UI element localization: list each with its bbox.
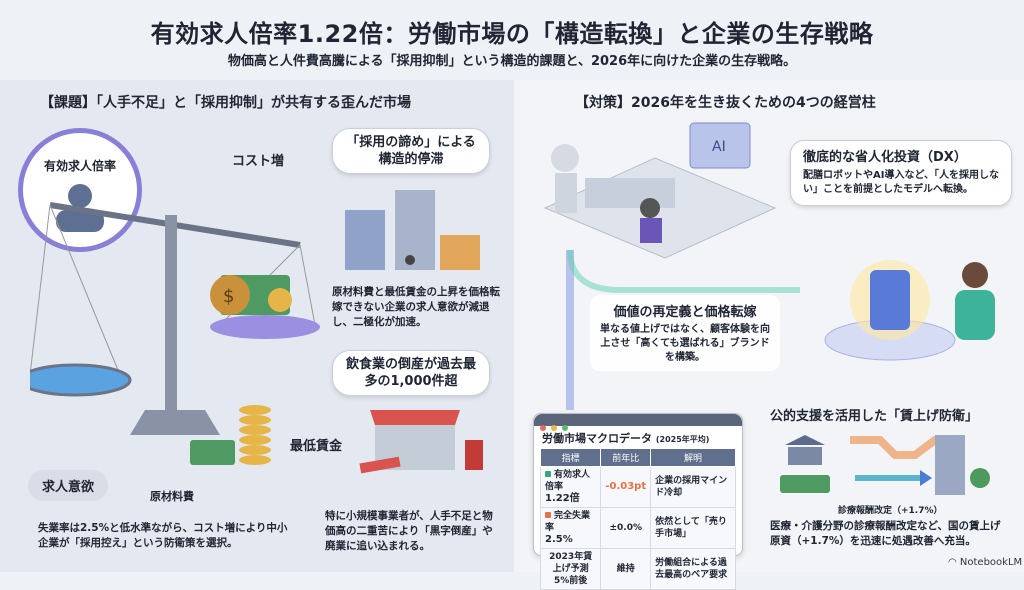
col-header: 指標 <box>539 448 602 467</box>
metric: 2023年賃上げ予測 <box>549 552 593 574</box>
note: 労働組合による過去最高のベア要求 <box>650 548 736 590</box>
change: 維持 <box>600 548 652 590</box>
change: -0.03pt <box>600 466 652 508</box>
buildings-illustration <box>345 190 480 270</box>
page-subtitle: 物価高と人件費高騰による「採用抑制」という構造的課題と、2026年に向けた企業の… <box>227 54 797 69</box>
page-title: 有効求人倍率1.22倍：労働市場の「構造転換」と企業の生存戦略 <box>150 20 874 48</box>
circle-label: 有効求人倍率 <box>43 159 116 173</box>
person-icon <box>56 184 104 232</box>
window-titlebar <box>534 414 742 431</box>
support-title: 公的支援を活用した「賃上げ防衛」 <box>770 409 979 424</box>
value-title: 価値の再定義と価格転嫁 <box>613 305 757 320</box>
logo-text: NotebookLM <box>959 557 1023 568</box>
support-arrow-label: 診療報酬改定（+1.7%） <box>838 506 943 516</box>
note: 企業の採用マインド冷却 <box>650 466 736 508</box>
orange-marker-icon <box>545 512 551 518</box>
maximize-dot-icon[interactable] <box>562 425 569 431</box>
bankruptcy-bubble: 飲食業の倒産が過去最多の1,000件超 <box>332 350 490 396</box>
metric-value: 5%前後 <box>554 576 588 586</box>
dx-text: 配膳ロボットやAI導入など、「人を採用しない」ことを前提としたモデルへ転換。 <box>803 170 999 195</box>
ai-screen-label: AI <box>712 139 726 155</box>
cost-label: コスト増 <box>232 154 285 169</box>
job-ratio-circle: 有効求人倍率 <box>18 128 142 252</box>
table-title-row: 労働市場マクロデータ (2025年平均) <box>534 426 742 448</box>
stagnation-text: 原材料費と最低賃金の上昇を価格転嫁できない企業の求人意欲が減退し、二極化が加速。 <box>332 286 500 328</box>
closed-shop-illustration <box>359 410 483 474</box>
metric-value: 1.22倍 <box>545 493 580 504</box>
robot-restaurant-illustration: AI <box>543 122 777 259</box>
minimize-dot-icon[interactable] <box>551 425 558 431</box>
flow-connector-lines <box>566 249 800 410</box>
value-card: 価値の再定義と価格転嫁 単なる値上げではなく、顧客体験を向上させ「高くても選ばれ… <box>590 295 780 371</box>
svg-text:$: $ <box>223 286 234 307</box>
balance-scale-illustration: $ <box>30 202 320 465</box>
hiring-label: 求人意欲 <box>28 470 109 501</box>
left-heading: 【課題】「人手不足」と「採用抑制」が共有する歪んだ市場 <box>40 95 411 111</box>
logo-icon: ◠ <box>948 557 960 568</box>
bankruptcy-text: 特に小規模事業者が、人手不足と物価高の二重苦により「黒字倒産」や廃業に追い込まれ… <box>325 510 493 552</box>
materials-label: 原材料費 <box>150 490 194 503</box>
metric-value: 2.5% <box>545 534 573 545</box>
left-bottom-text: 失業率は2.5%と低水準ながら、コスト増により中小企業が「採用控え」という防衛策… <box>38 522 288 549</box>
min-wage-label: 最低賃金 <box>290 439 343 454</box>
stagnation-bubble: 「採用の諦め」による構造的停滞 <box>332 128 490 174</box>
premium-product-illustration <box>824 260 995 361</box>
metric: 有効求人倍率 <box>545 470 591 492</box>
col-header: 前年比 <box>600 448 652 467</box>
change: ±0.0% <box>600 507 652 549</box>
table-period: (2025年平均) <box>655 435 710 444</box>
metric: 完全失業率 <box>545 511 591 533</box>
notebooklm-logo: ◠ NotebookLM <box>948 557 1022 568</box>
table-row: 2023年賃上げ予測 5%前後 維持労働組合による過去最高のベア要求 <box>539 548 736 590</box>
value-text: 単なる値上げではなく、顧客体験を向上させ「高くても選ばれる」ブランドを構築。 <box>600 324 770 363</box>
dx-title: 徹底的な省人化投資（DX） <box>803 150 967 165</box>
close-dot-icon[interactable] <box>540 425 546 431</box>
green-marker-icon <box>545 471 551 477</box>
support-text: 医療・介護分野の診療報酬改定など、国の賃上げ原資（+1.7%）を迅速に処遇改善へ… <box>770 520 1001 547</box>
support-flow-illustration <box>780 435 990 495</box>
right-heading: 【対策】2026年を生き抜くための4つの経営柱 <box>575 95 876 111</box>
note: 依然として「売り手市場」 <box>650 507 736 549</box>
table-title: 労働市場マクロデータ <box>542 432 652 445</box>
col-header: 解明 <box>650 448 736 467</box>
dx-card: 徹底的な省人化投資（DX） 配膳ロボットやAI導入など、「人を採用しない」ことを… <box>790 140 1012 206</box>
